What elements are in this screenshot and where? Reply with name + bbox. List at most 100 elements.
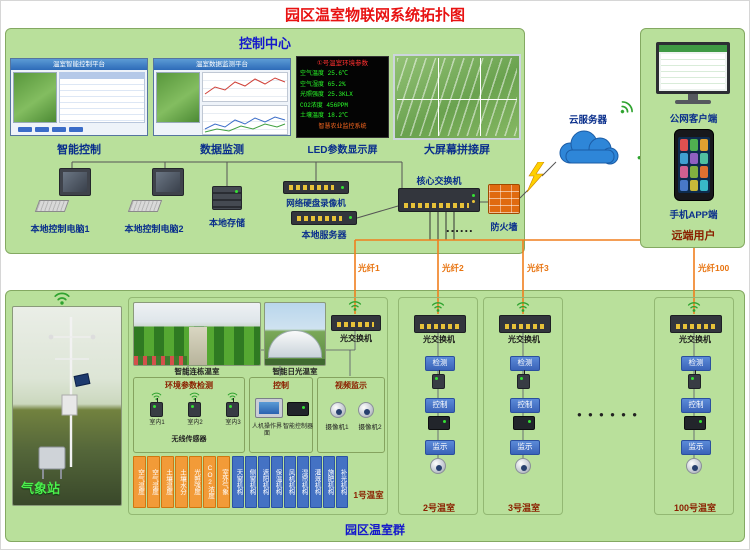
led-row: 空气温度 25.6℃ bbox=[300, 70, 349, 77]
sensor-node-icon bbox=[150, 398, 163, 417]
remote-users-title: 远端用户 bbox=[671, 230, 716, 242]
label-greenhouse-1: 1号温室 bbox=[353, 490, 384, 500]
label-indoor-1: 室内1 bbox=[149, 420, 165, 426]
env-detection-section: 环境参数检测 室内1 室内2 室内3 无线传感器 bbox=[133, 377, 245, 453]
dome-camera-icon bbox=[686, 458, 702, 474]
caption-video-wall: 大屏幕拼接屏 bbox=[424, 144, 490, 156]
caption-intelligent-control: 智能控制 bbox=[57, 144, 101, 156]
tag-detect: 检测 bbox=[510, 356, 540, 371]
greenhouse-3-group: 光交换机 检测 控制 监示 3号温室 bbox=[483, 297, 563, 515]
led-display-screen: ①号温室环境参数 空气温度 25.6℃ 空气湿度 65.2% 光照强度 25.3… bbox=[296, 56, 389, 138]
wifi-icon bbox=[431, 302, 445, 313]
label-optical-switch: 光交换机 bbox=[508, 335, 540, 344]
wifi-icon bbox=[348, 301, 362, 312]
local-pc-1 bbox=[34, 166, 93, 214]
local-server-icon bbox=[291, 211, 357, 225]
video-section: 视频监示 摄像机1 摄像机2 bbox=[317, 377, 385, 453]
local-storage-icon bbox=[212, 186, 242, 210]
led-title: ①号温室环境参数 bbox=[316, 60, 369, 67]
actuator-strip: 天窗机构 侧窗机构 遮阳机构 保温机构 风机机构 湿帘机构 灌溉机构 施肥机构 … bbox=[232, 456, 348, 508]
tag-control: 控制 bbox=[425, 398, 455, 413]
actuator-box: 遮阳机构 bbox=[258, 456, 270, 508]
ui-button bbox=[35, 126, 49, 132]
label-indoor-2: 室内2 bbox=[187, 420, 203, 426]
keyboard-icon bbox=[127, 200, 163, 212]
tag-monitor: 监示 bbox=[681, 440, 711, 455]
label-indoor-3: 室内3 bbox=[225, 420, 241, 426]
actuator-box: 天窗机构 bbox=[232, 456, 244, 508]
line-chart-1 bbox=[202, 72, 288, 102]
sensor-strip: 空气温度 空气湿度 土壤温度 土壤水分 光照强度 CO2浓度 室外气象 bbox=[133, 456, 230, 508]
wifi-icon bbox=[516, 302, 530, 313]
firewall-icon bbox=[488, 184, 520, 214]
led-row: 土壤温度 18.2℃ bbox=[300, 112, 349, 119]
nvr-icon bbox=[283, 181, 349, 194]
monitor-icon bbox=[59, 168, 91, 196]
core-switch-icon bbox=[398, 188, 480, 212]
table-header bbox=[59, 72, 145, 79]
label-greenhouse-100: 100号温室 bbox=[673, 503, 717, 513]
ui-button bbox=[52, 126, 66, 132]
desktop-client-icon bbox=[656, 42, 730, 94]
ui-button bbox=[69, 126, 83, 132]
label-web-client: 公网客户端 bbox=[669, 114, 718, 125]
tag-detect: 检测 bbox=[425, 356, 455, 371]
caption-led-screen: LED参数显示屏 bbox=[307, 145, 378, 156]
sensor-box: 土壤温度 bbox=[161, 456, 174, 508]
video-wall-screen bbox=[393, 54, 521, 140]
controller-icon bbox=[513, 416, 535, 430]
more-greenhouses-dots: ● ● ● ● ● ● bbox=[576, 410, 640, 419]
dome-camera-icon bbox=[515, 458, 531, 474]
sensor-node-icon bbox=[517, 370, 530, 389]
local-pc-2 bbox=[127, 166, 186, 214]
optical-switch-icon bbox=[331, 315, 381, 331]
wifi-icon bbox=[54, 292, 70, 306]
monitor-stand bbox=[656, 94, 730, 104]
web-app-header bbox=[659, 45, 727, 52]
tag-control: 控制 bbox=[510, 398, 540, 413]
cloud-icon bbox=[559, 130, 619, 165]
tag-control: 控制 bbox=[681, 398, 711, 413]
sensor-box: 土壤水分 bbox=[175, 456, 188, 508]
label-wireless-sensors: 无线传感器 bbox=[171, 436, 207, 443]
button-row bbox=[13, 125, 145, 133]
label-local-storage: 本地存储 bbox=[208, 218, 245, 228]
dome-camera-icon bbox=[430, 458, 446, 474]
screen-titlebar: 温室智能控制平台 bbox=[11, 59, 147, 70]
led-footer: 智慧农业监控系统 bbox=[318, 123, 367, 130]
fiber-label-100: 光纤100 bbox=[698, 263, 730, 273]
fiber-label-1: 光纤1 bbox=[358, 263, 380, 273]
sensor-box: CO2浓度 bbox=[203, 456, 216, 508]
sensor-node-icon bbox=[688, 370, 701, 389]
optical-switch-icon bbox=[414, 315, 466, 333]
label-local-server: 本地服务器 bbox=[301, 230, 347, 240]
intelligent-control-screen: 温室智能控制平台 bbox=[10, 58, 148, 136]
label-nvr: 网络硬盘录像机 bbox=[286, 198, 346, 208]
led-row: 空气湿度 65.2% bbox=[300, 80, 346, 88]
actuator-box: 保温机构 bbox=[271, 456, 283, 508]
optical-switch-icon bbox=[670, 315, 722, 333]
phone-client-icon bbox=[674, 129, 714, 201]
keyboard-icon bbox=[34, 200, 70, 212]
controller-icon bbox=[684, 416, 706, 430]
page-title: 园区温室物联网系统拓扑图 bbox=[284, 7, 465, 24]
sensor-node-icon bbox=[226, 398, 239, 417]
optical-switch-icon bbox=[499, 315, 551, 333]
label-optical-switch: 光交换机 bbox=[679, 335, 711, 344]
remote-users-panel: 公网客户端 手机APP端 远端用户 bbox=[640, 28, 745, 248]
label-greenhouse-2: 2号温室 bbox=[422, 503, 455, 513]
weather-station-photo: 气象站 bbox=[12, 306, 122, 506]
label-cloud-server: 云服务器 bbox=[568, 115, 607, 126]
more-links-dots: ...... bbox=[446, 220, 474, 235]
sensor-node-icon bbox=[188, 398, 201, 417]
lightning-icon bbox=[526, 162, 545, 193]
label-greenhouse-3: 3号温室 bbox=[507, 503, 540, 513]
actuator-box: 侧窗机构 bbox=[245, 456, 257, 508]
caption-data-monitoring: 数据监测 bbox=[200, 144, 244, 156]
sensor-box: 空气温度 bbox=[133, 456, 146, 508]
greenhouse-100-group: 光交换机 检测 控制 监示 100号温室 bbox=[654, 297, 734, 515]
label-local-pc-1: 本地控制电脑1 bbox=[30, 224, 90, 234]
data-monitoring-screen: 温室数据监测平台 bbox=[153, 58, 291, 136]
line-chart-2 bbox=[202, 105, 288, 135]
